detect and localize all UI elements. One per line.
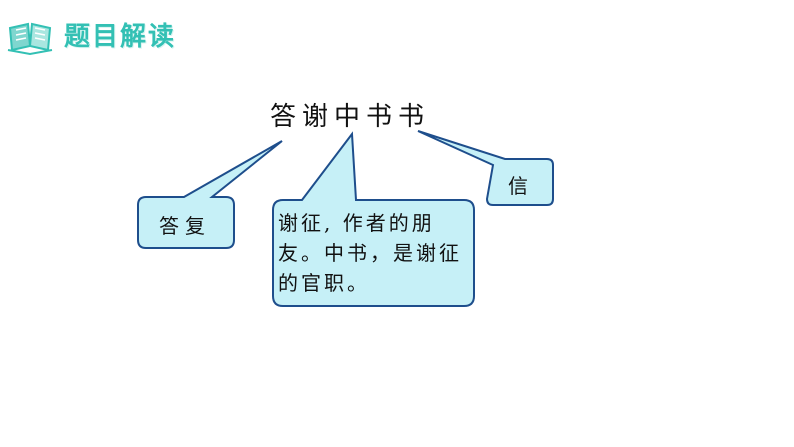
lesson-title: 答谢中书书 [270, 102, 431, 132]
callout-bubble-middle [272, 131, 475, 307]
header-title: 题目解读 [64, 22, 177, 52]
open-book-icon [7, 22, 53, 56]
callout-bubble-right [417, 130, 554, 206]
slide-header: 题目解读 [6, 12, 177, 56]
callout-bubble-left [137, 140, 283, 249]
callout-text-right: 信 [508, 173, 528, 198]
callout-text-left: 答复 [159, 213, 211, 238]
callout-text-middle: 谢征, 作者的朋友。中书，是谢征的官职。 [278, 211, 462, 295]
